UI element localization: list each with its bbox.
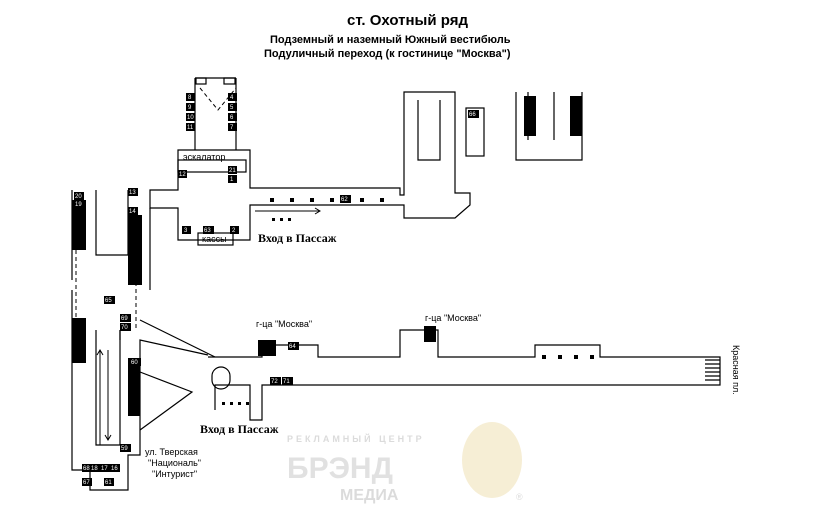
map-subtitle-passage: Подуличный переход (к гостинице "Москва"… [264, 48, 511, 60]
marker-69: 69 [121, 316, 128, 322]
marker-8: 8 [188, 95, 192, 101]
marker-12: 12 [179, 172, 186, 178]
marker-68: 68 [83, 466, 90, 472]
marker-65: 65 [105, 298, 112, 304]
marker-59: 59 [121, 446, 128, 452]
street-label-line3: "Интурист" [152, 469, 197, 479]
watermark-line1: РЕКЛАМНЫЙ ЦЕНТР [287, 433, 425, 444]
marker-1: 1 [230, 177, 234, 183]
stair-block-e [258, 340, 276, 356]
marker-17: 17 [101, 466, 108, 472]
marker-layer: 8 9 10 11 4 5 6 7 12 21 1 13 14 20 19 3 … [74, 93, 479, 486]
stair-block-g [524, 96, 536, 136]
stair-block-d [128, 358, 140, 416]
street-label-line2: "Националь" [148, 458, 201, 468]
watermark-line3: МЕДИА [340, 487, 399, 504]
marker-14: 14 [129, 209, 136, 215]
marker-11: 11 [187, 125, 194, 131]
street-label-line1: ул. Тверская [145, 447, 198, 457]
map-subtitle-vestibule: Подземный и наземный Южный вестибюль [270, 34, 511, 46]
stair-block-h [570, 96, 582, 136]
marker-66: 66 [469, 112, 476, 118]
marker-72: 72 [271, 379, 278, 385]
map-title: ст. Охотный ряд [347, 12, 468, 29]
arrow-passage-top [255, 207, 321, 215]
marker-16: 16 [111, 466, 118, 472]
red-square-label: Красная пл. [731, 345, 741, 395]
watermark-registered: ® [516, 492, 523, 502]
hotel-moscow-label-1: г-ца "Москва" [256, 319, 312, 329]
marker-63: 63 [204, 228, 211, 234]
red-square-stairs [705, 359, 720, 381]
stair-block-b [128, 215, 142, 285]
column-oval [211, 366, 231, 390]
hotel-moscow-label-2: г-ца "Москва" [425, 313, 481, 323]
arrow-up [96, 349, 104, 445]
marker-71: 71 [283, 379, 290, 385]
marker-21: 21 [229, 168, 236, 174]
upper-hall-outline [149, 91, 471, 241]
shaft-cap-right [223, 77, 236, 85]
watermark-line2: БРЭНД [287, 452, 393, 485]
watermark-logo: РЕКЛАМНЫЙ ЦЕНТР БРЭНД МЕДИА ® [287, 422, 523, 504]
marker-70: 70 [121, 325, 128, 331]
marker-2: 2 [232, 228, 236, 234]
marker-18: 18 [91, 466, 98, 472]
ticket-office-box [197, 232, 234, 246]
passage-entrance-bottom-label: Вход в Пассаж [200, 422, 279, 436]
arrow-down [104, 350, 112, 441]
marker-9: 9 [188, 105, 192, 111]
ticket-office-label: кассы [202, 234, 227, 244]
stair-block-f [424, 326, 436, 342]
shaft-cap-left [195, 77, 207, 85]
marker-60: 60 [131, 360, 138, 366]
marker-67: 67 [83, 480, 90, 486]
lower-left-inner [95, 330, 121, 446]
marker-13: 13 [129, 190, 136, 196]
marker-62: 62 [341, 197, 348, 203]
marker-19: 19 [75, 202, 82, 208]
marker-5: 5 [230, 105, 234, 111]
upper-stair-inner [417, 100, 441, 161]
marker-4: 4 [230, 95, 234, 101]
marker-20: 20 [75, 194, 82, 200]
marker-6: 6 [230, 115, 234, 121]
marker-10: 10 [187, 115, 194, 121]
stair-block-c [72, 318, 86, 363]
marker-64: 64 [289, 344, 296, 350]
marker-3: 3 [184, 228, 188, 234]
escalator-zone [177, 159, 247, 173]
escalator-label: эскалатор [183, 152, 225, 162]
passage-entrance-top-label: Вход в Пассаж [258, 231, 337, 245]
upper-right-room [465, 107, 485, 157]
underpass-tunnel [208, 329, 721, 421]
stair-block-a [72, 200, 86, 250]
marker-7: 7 [230, 125, 234, 131]
watermark-mascot-icon [462, 422, 522, 498]
marker-61: 61 [105, 480, 112, 486]
funnel [119, 319, 216, 431]
